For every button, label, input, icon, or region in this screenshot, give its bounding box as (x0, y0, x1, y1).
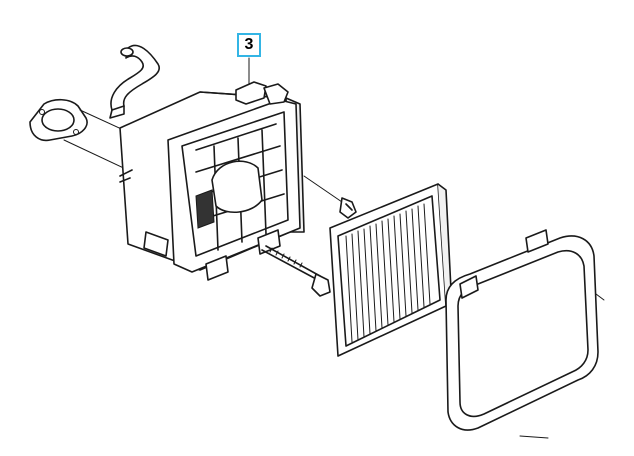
gasket-leader-lower (63, 139, 129, 171)
air-cleaner-housing (119, 81, 305, 281)
callout-label: 3 (244, 36, 254, 53)
long-bolt (261, 245, 331, 297)
breather-tube (109, 44, 160, 119)
air-filter-element (329, 183, 453, 357)
air-cleaner-cover (445, 229, 605, 431)
callout-box-3[interactable]: 3 (237, 33, 261, 57)
gasket (29, 98, 88, 142)
short-bolt-leader (303, 175, 343, 203)
cover-base-mark (519, 435, 549, 439)
short-bolt (303, 175, 357, 219)
